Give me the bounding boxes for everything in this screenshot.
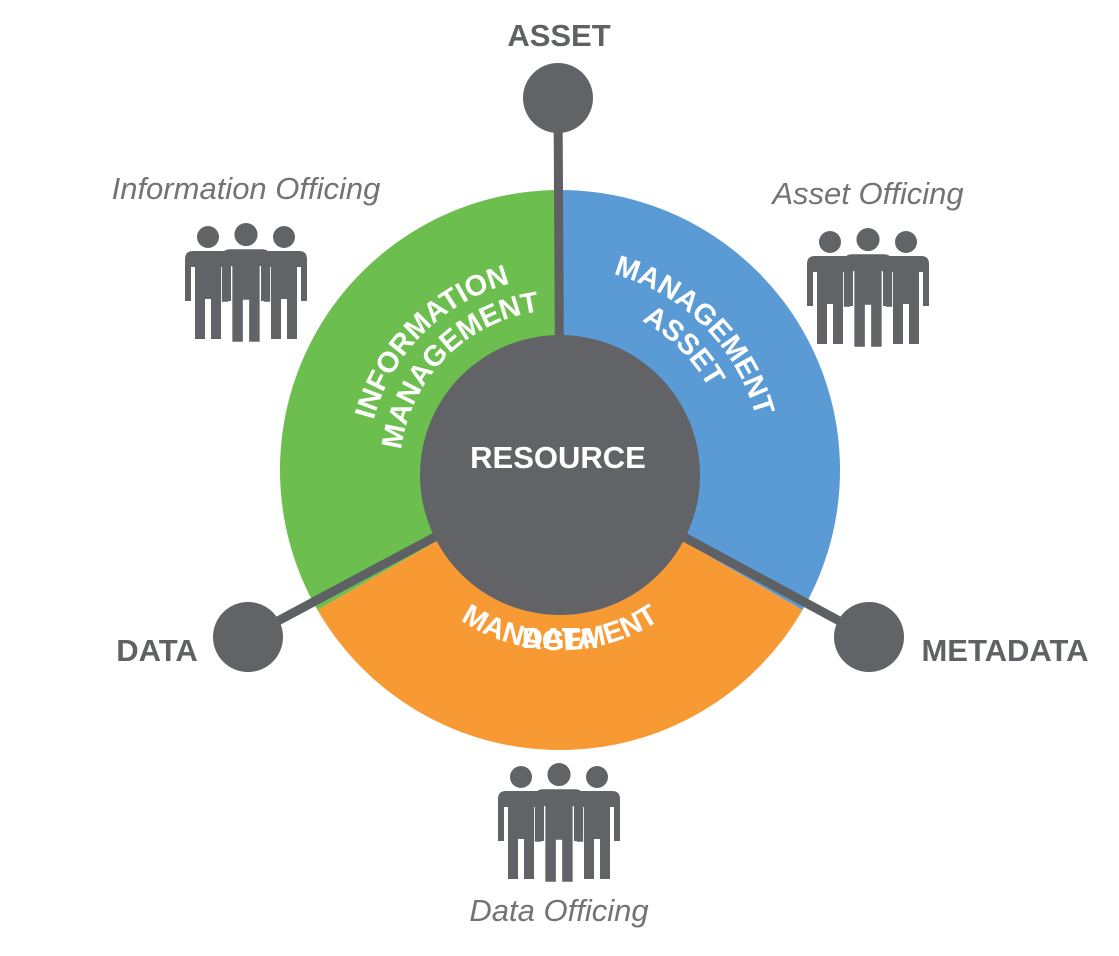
node-asset-circle (523, 63, 593, 133)
people-group-icon (498, 763, 620, 882)
hub-circle (420, 335, 700, 615)
node-data-label: DATA (116, 633, 198, 668)
node-asset-label: ASSET (507, 18, 610, 53)
node-metadata-circle (834, 602, 904, 672)
node-data-circle (213, 602, 283, 672)
people-group-icon (185, 223, 307, 342)
sector-data-label: DATA (522, 623, 598, 655)
people-group-icon (807, 228, 929, 347)
role-asset-label: Asset Officing (770, 176, 963, 211)
node-metadata-label: METADATA (921, 633, 1088, 668)
role-data-label: Data Officing (469, 893, 648, 928)
hub-label: RESOURCE (470, 440, 646, 475)
role-information-label: Information Officing (112, 171, 381, 206)
